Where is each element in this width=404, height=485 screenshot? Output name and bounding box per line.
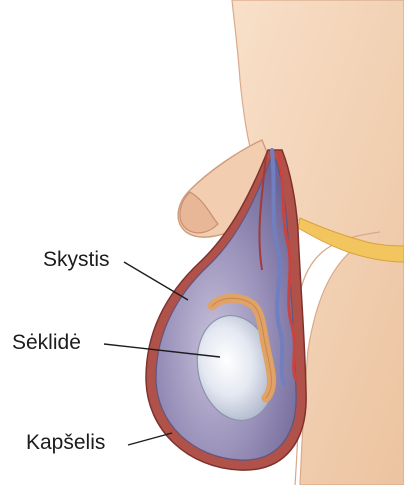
leader-line-fluid (124, 262, 188, 300)
label-fluid: Skystis (43, 249, 110, 270)
label-scrotum: Kapšelis (26, 432, 105, 453)
leader-line-scrotum (128, 433, 172, 445)
label-testis: Sėklidė (12, 332, 81, 353)
